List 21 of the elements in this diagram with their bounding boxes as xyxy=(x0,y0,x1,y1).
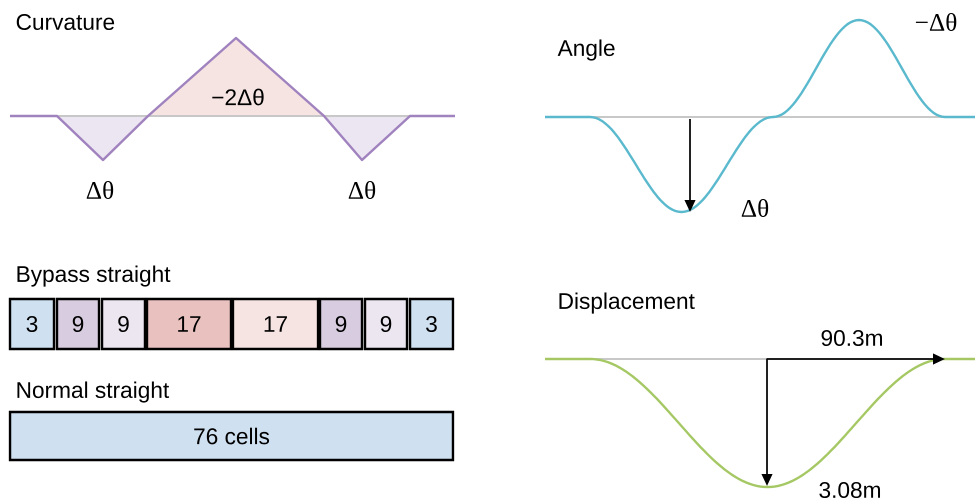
plot-title: Curvature xyxy=(16,14,114,30)
strip-box: 76 cells xyxy=(8,410,454,462)
cell-box: 3 xyxy=(8,298,56,350)
cell-box: 9 xyxy=(100,298,146,350)
cell-box: 3 xyxy=(408,298,454,350)
section-title: Bypass straight xyxy=(17,265,170,287)
value-label: −2Δθ xyxy=(212,88,264,106)
value-label: −Δθ xyxy=(916,13,956,31)
cell-box: 9 xyxy=(318,298,364,350)
value-label: 3.08m xyxy=(819,482,880,498)
cell-box: 17 xyxy=(146,298,232,350)
value-label: Δθ xyxy=(86,181,114,199)
cell-box: 9 xyxy=(364,298,408,350)
value-label: Δθ xyxy=(742,199,768,217)
section-title: Normal straight xyxy=(17,381,170,403)
cell-box: 17 xyxy=(232,298,320,350)
value-label: Δθ xyxy=(348,181,376,199)
plot-title: Displacement xyxy=(559,292,695,314)
plot-title: Angle xyxy=(558,39,615,61)
value-label: 90.3m xyxy=(822,330,882,346)
cell-box: 9 xyxy=(56,298,100,350)
